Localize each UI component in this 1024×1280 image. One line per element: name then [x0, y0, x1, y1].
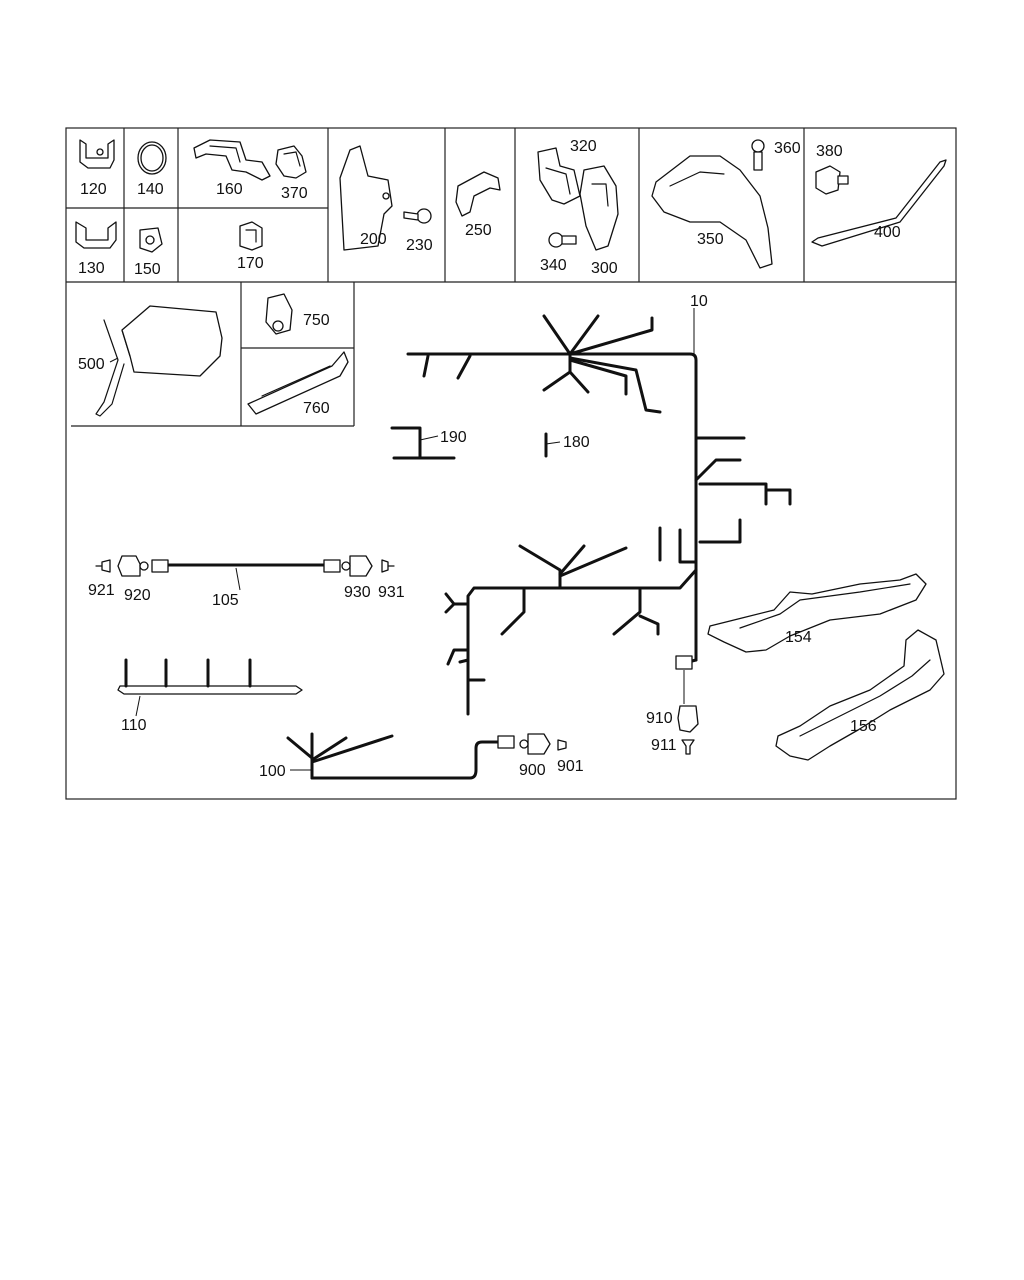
- label-230: 230: [406, 237, 433, 254]
- label-10: 10: [690, 293, 708, 310]
- connector-911: [681, 739, 695, 755]
- part-156-cable-duct: [775, 629, 945, 761]
- label-154: 154: [785, 629, 812, 646]
- label-140: 140: [137, 181, 164, 198]
- label-370: 370: [281, 185, 308, 202]
- part-760-connector-rail: [247, 351, 349, 415]
- label-130: 130: [78, 260, 105, 277]
- part-120-clip: [79, 139, 115, 169]
- part-500-control-unit: [95, 305, 223, 417]
- harness-190: [390, 426, 456, 460]
- label-340: 340: [540, 257, 567, 274]
- label-300: 300: [591, 260, 618, 277]
- label-901: 901: [557, 758, 584, 775]
- diagram-frame: [65, 127, 957, 800]
- label-920: 920: [124, 587, 151, 604]
- label-910: 910: [646, 710, 673, 727]
- label-180: 180: [563, 434, 590, 451]
- part-140-seal-ring: [137, 141, 167, 175]
- connector-901: [557, 739, 567, 751]
- label-760: 760: [303, 400, 330, 417]
- part-360-bolt: [751, 139, 765, 171]
- label-500: 500: [78, 356, 105, 373]
- part-380-clip: [815, 165, 849, 195]
- label-900: 900: [519, 762, 546, 779]
- label-110: 110: [121, 717, 147, 734]
- callout-labels: 120 140 160 370 130 150 170 200 230 250 …: [78, 138, 901, 780]
- part-300-bracket: [579, 165, 619, 251]
- label-120: 120: [80, 181, 107, 198]
- label-200: 200: [360, 231, 387, 248]
- label-170: 170: [237, 255, 264, 272]
- part-154-cable-duct: [707, 573, 927, 653]
- connector-920: [117, 555, 149, 577]
- label-156: 156: [850, 718, 877, 735]
- label-921: 921: [88, 582, 115, 599]
- leader-lines: [109, 308, 695, 363]
- label-931: 931: [378, 584, 405, 601]
- label-190: 190: [440, 429, 467, 446]
- label-250: 250: [465, 222, 492, 239]
- label-350: 350: [697, 231, 724, 248]
- part-150-grommet: [139, 227, 163, 253]
- connector-910: [677, 670, 699, 733]
- label-911: 911: [651, 737, 677, 754]
- part-200-bracket: [339, 145, 393, 251]
- harness-110: [117, 658, 303, 717]
- label-380: 380: [816, 143, 843, 160]
- part-250-clip: [455, 171, 501, 217]
- label-400: 400: [874, 224, 901, 241]
- label-100: 100: [259, 763, 286, 780]
- label-360: 360: [774, 140, 801, 157]
- part-340-bolt: [548, 232, 577, 248]
- part-230-bolt: [403, 208, 432, 224]
- part-400-cable-tie: [811, 159, 947, 247]
- part-170-clip: [239, 221, 263, 251]
- label-750: 750: [303, 312, 330, 329]
- harness-10-main: [406, 314, 792, 716]
- part-750-grommet: [265, 293, 293, 335]
- label-150: 150: [134, 261, 161, 278]
- label-105: 105: [212, 592, 239, 609]
- part-160-bracket: [193, 139, 271, 181]
- connector-921: [95, 559, 111, 573]
- label-930: 930: [344, 584, 371, 601]
- harness-180: [544, 432, 561, 458]
- harness-100: [286, 732, 515, 780]
- connector-930: [341, 555, 373, 577]
- label-320: 320: [570, 138, 597, 155]
- connector-900: [519, 733, 551, 755]
- part-130-clip: [75, 221, 117, 249]
- label-160: 160: [216, 181, 243, 198]
- connector-931: [381, 559, 395, 573]
- part-350-cover: [651, 155, 773, 269]
- part-320-bracket: [537, 147, 581, 205]
- harness-105: [151, 559, 341, 591]
- part-370-clip: [275, 145, 307, 179]
